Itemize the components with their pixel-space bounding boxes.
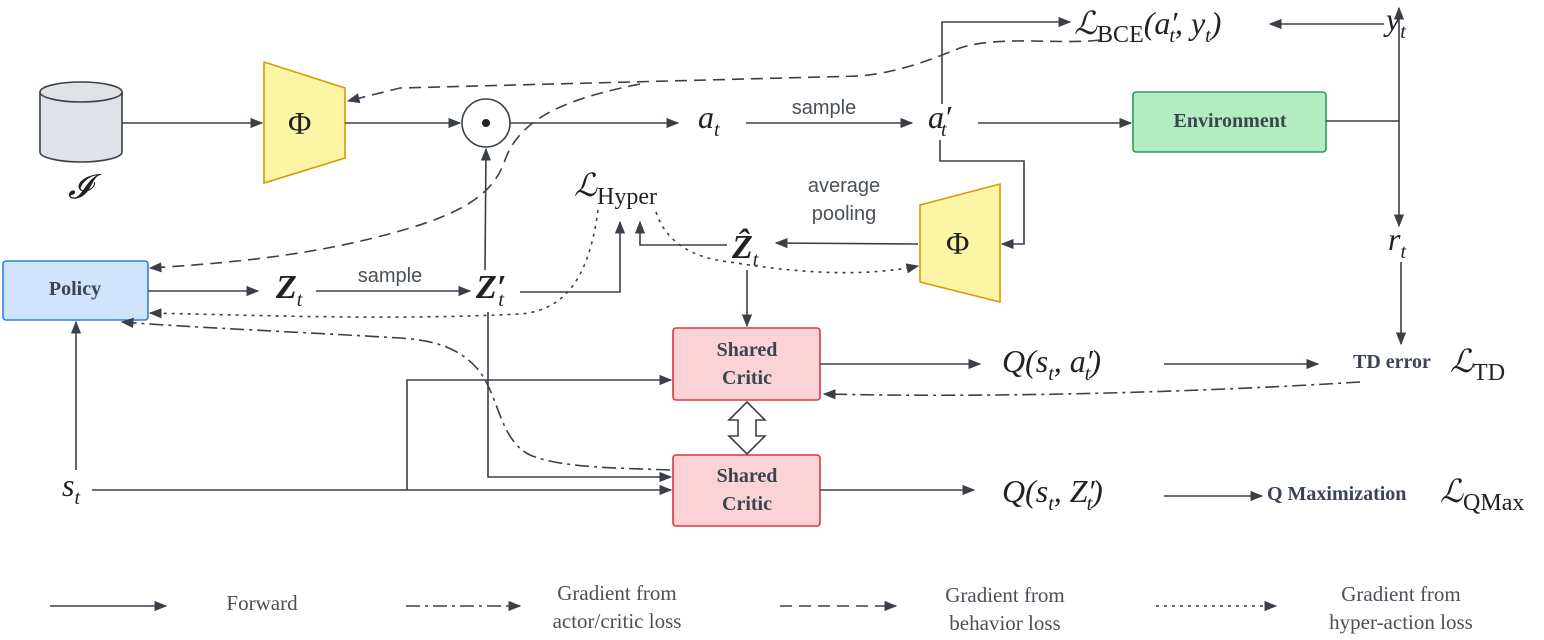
elementwise-product-icon: [461, 98, 511, 148]
sample-top-label: sample: [792, 97, 856, 119]
shared-critic-top-line1: Shared: [717, 339, 778, 361]
r-t-label: rt: [1388, 221, 1406, 263]
dataset-label: 𝓘: [68, 169, 102, 206]
dataset-cylinder-icon: [39, 81, 123, 163]
shared-critic-top-line2: Critic: [722, 367, 772, 389]
loss-hyper-label: ℒHyper: [574, 167, 657, 210]
policy-label: Policy: [49, 278, 101, 300]
legend-actor-critic-line1: Gradient from: [557, 581, 677, 605]
shared-weights-double-arrow-icon: [727, 400, 767, 456]
q-value-bottom-label: Q(st, Z′t): [1002, 473, 1103, 515]
average-pooling-line1: average: [808, 175, 880, 197]
behavior-loss-gradient-edges: [148, 39, 1101, 273]
actor-critic-loss-gradient-edges: [120, 317, 1361, 471]
shared-critic-bottom-line2: Critic: [722, 493, 772, 515]
q-maximization-label: Q Maximization: [1267, 483, 1406, 505]
loss-bce-label: ℒBCE(a′t, yt): [1074, 5, 1221, 48]
encoder-top-shape: [263, 60, 346, 185]
q-value-top-label: Q(st, a′t): [1002, 343, 1101, 385]
average-pooling-line2: pooling: [812, 203, 877, 225]
hyper-action-loss-gradient-edges: [148, 209, 920, 319]
environment-label: Environment: [1174, 110, 1287, 132]
z-prime-t-label: Z′t: [475, 269, 506, 311]
loss-qmax-label: ℒQMax: [1440, 473, 1524, 516]
environment-box[interactable]: [1132, 91, 1327, 153]
forward-edges: [70, 6, 1407, 502]
legend-actor-critic-line2: actor/critic loss: [553, 609, 682, 633]
encoder-top-label: Φ: [288, 105, 311, 141]
shared-critic-bottom-line1: Shared: [717, 465, 778, 487]
s-t-label: st: [62, 467, 80, 509]
sample-mid-label: sample: [358, 265, 422, 287]
legend-behavior-line2: behavior loss: [949, 611, 1060, 635]
legend-behavior-line1: Gradient from: [945, 583, 1065, 607]
y-t-label: yt: [1383, 1, 1406, 43]
td-error-label: TD error: [1353, 351, 1431, 373]
z-t-label: Zt: [275, 269, 303, 311]
a-prime-t-label: a′t: [928, 99, 952, 141]
legend-hyper-line1: Gradient from: [1341, 582, 1461, 606]
encoder-right-shape: [919, 182, 1001, 304]
a-t-label: at: [698, 99, 720, 141]
legend-forward-label: Forward: [226, 591, 298, 615]
loss-td-label: ℒTD: [1450, 343, 1505, 386]
legend: Forward Gradient from actor/critic loss …: [50, 581, 1473, 635]
encoder-right-label: Φ: [946, 225, 969, 261]
z-hat-t-label: Ẑt: [731, 228, 759, 271]
legend-hyper-line2: hyper-action loss: [1329, 610, 1473, 634]
